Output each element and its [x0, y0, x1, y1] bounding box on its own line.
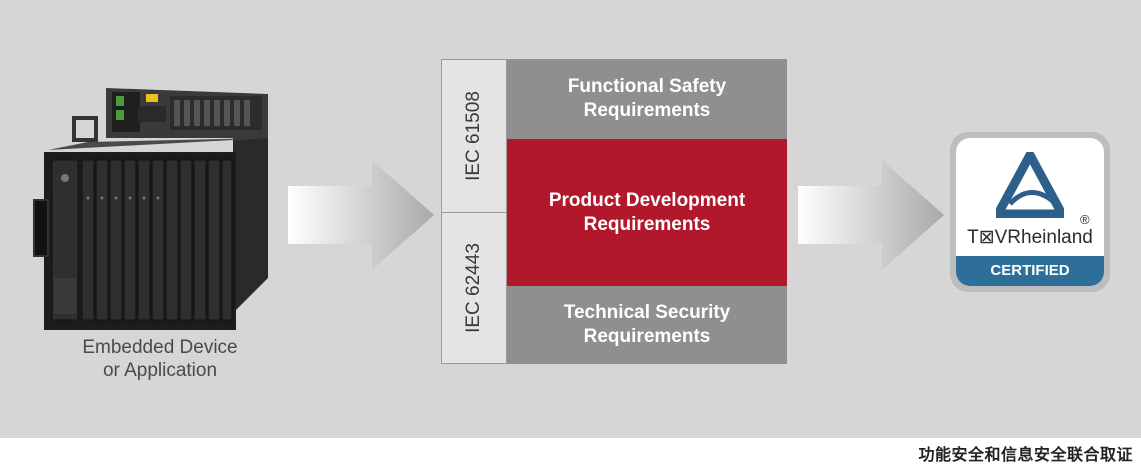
certifier-brand: T⊠VRheinland: [967, 227, 1093, 248]
registered-mark: ®: [1080, 212, 1090, 227]
embedded-device-image: [33, 88, 268, 330]
technical-security-requirements: Technical Security Requirements: [507, 286, 787, 364]
device-caption-line1: Embedded Device: [82, 337, 238, 358]
certification-badge-face: T⊠VRheinland ® CERTIFIED: [956, 138, 1104, 286]
flow-arrow-left: [288, 160, 434, 270]
requirement-line2: Requirements: [583, 213, 711, 235]
requirement-line2: Requirements: [583, 326, 711, 347]
standard-iec-62443: IEC 62443: [441, 212, 507, 364]
certified-label: CERTIFIED: [956, 256, 1104, 286]
requirement-line1: Product Development: [548, 189, 746, 211]
product-development-requirements: Product Development Requirements: [507, 139, 787, 286]
standard-label: IEC 61508: [463, 91, 484, 181]
requirement-line2: Requirements: [583, 100, 711, 121]
requirement-line1: Technical Security: [563, 302, 731, 323]
standard-label: IEC 62443: [463, 243, 484, 333]
footer-caption: 功能安全和信息安全联合取证: [918, 445, 1133, 464]
flow-arrow-right: [798, 160, 944, 270]
diagram-panel: Embedded Device or Application IEC 61508…: [0, 0, 1141, 438]
device-caption-line2: or Application: [102, 360, 218, 381]
device-caption: Embedded Device or Application: [60, 336, 260, 382]
requirement-line1: Functional Safety: [567, 76, 727, 97]
standard-iec-61508: IEC 61508: [441, 59, 507, 213]
functional-safety-requirements: Functional Safety Requirements: [507, 59, 787, 139]
certification-badge: T⊠VRheinland ® CERTIFIED: [950, 132, 1110, 292]
tuv-triangle-logo-icon: [996, 152, 1064, 218]
